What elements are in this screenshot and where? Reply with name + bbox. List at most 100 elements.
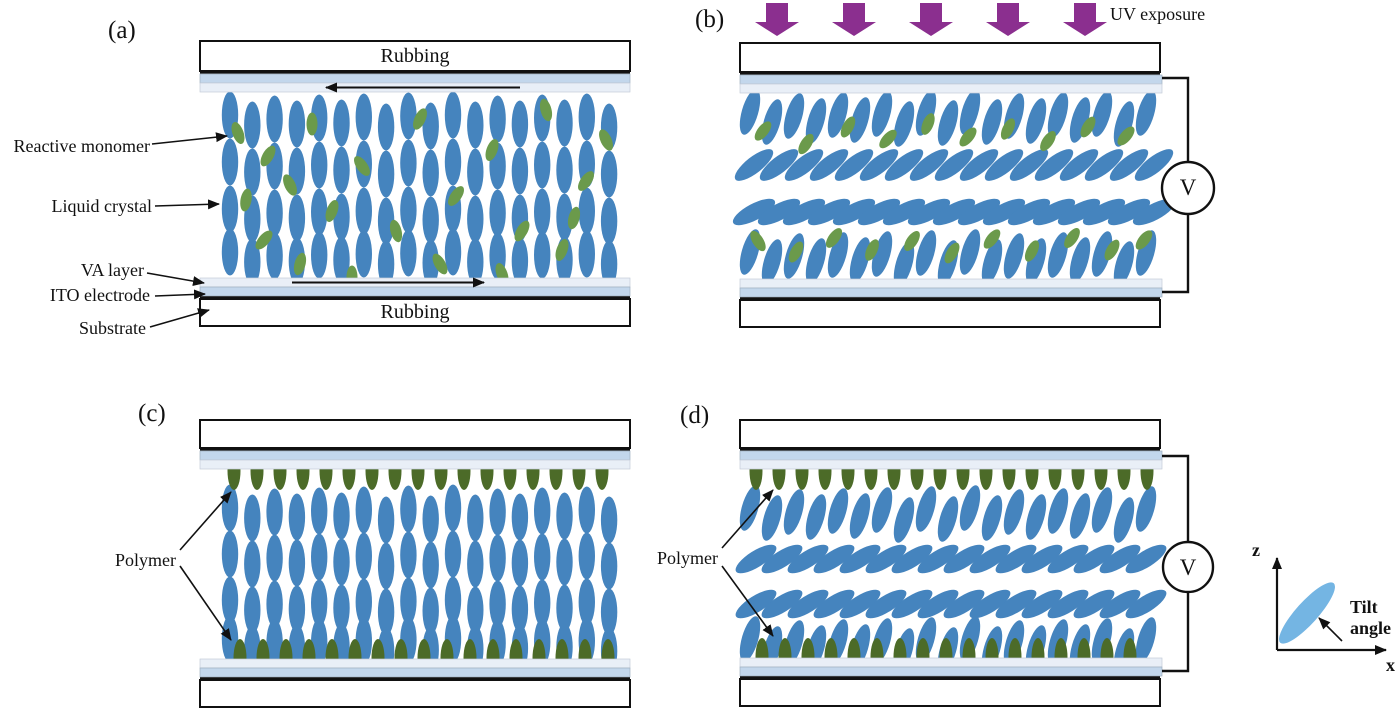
- x-axis-label: x: [1386, 655, 1395, 675]
- liquid-crystal-ellipse: [1113, 497, 1135, 543]
- liquid-crystal-ellipse: [959, 89, 981, 135]
- liquid-crystal-ellipse: [959, 149, 999, 181]
- liquid-crystal-ellipse: [244, 494, 261, 542]
- liquid-crystal-ellipse: [221, 228, 239, 276]
- liquid-crystal-ellipse: [1059, 149, 1099, 181]
- liquid-crystal-ellipse: [467, 101, 484, 149]
- liquid-crystal-ellipse: [839, 544, 881, 574]
- liquid-crystal-ellipse: [511, 147, 529, 195]
- liquid-crystal-ellipse: [355, 578, 372, 626]
- ito-electrode-band: [199, 450, 631, 461]
- liquid-crystal-ellipse: [1025, 494, 1047, 540]
- liquid-crystal-ellipse: [311, 188, 328, 236]
- liquid-crystal-ellipse: [1134, 149, 1174, 181]
- tilt-angle-label: Tilt angle: [1350, 597, 1392, 638]
- liquid-crystal-ellipse: [761, 99, 783, 145]
- liquid-crystal-ellipse: [783, 93, 805, 139]
- reactive-monomer-ellipse: [1117, 126, 1135, 146]
- liquid-crystal-ellipse: [333, 584, 350, 632]
- liquid-crystal-ellipse: [1057, 198, 1101, 226]
- liquid-crystal-ellipse: [761, 589, 803, 619]
- liquid-crystal-ellipse: [859, 149, 899, 181]
- liquid-crystal-ellipse: [984, 149, 1024, 181]
- liquid-crystal-ellipse: [221, 484, 239, 532]
- liquid-crystal-ellipse: [489, 189, 506, 237]
- liquid-crystal-ellipse: [600, 588, 618, 636]
- reactive-monomer-ellipse: [283, 174, 297, 196]
- liquid-crystal-ellipse: [813, 589, 855, 619]
- liquid-crystal-ellipse: [1135, 617, 1157, 663]
- liquid-crystal-ellipse: [857, 198, 901, 226]
- substrate-plate: [199, 679, 631, 708]
- va-layer-band: [739, 459, 1163, 470]
- substrate-plate: [739, 42, 1161, 73]
- liquid-crystal-ellipse: [377, 103, 395, 151]
- z-axis-label: z: [1252, 540, 1260, 560]
- ito-electrode-arrow: [154, 289, 206, 300]
- wire-top: [1162, 76, 1190, 162]
- liquid-crystal-ellipse: [1135, 90, 1157, 136]
- liquid-crystal-ellipse: [511, 585, 529, 633]
- reactive-monomer-ellipse: [1040, 130, 1056, 152]
- liquid-crystal-ellipse: [422, 495, 439, 543]
- liquid-crystal-ellipse: [244, 586, 261, 634]
- ito-electrode-label: ITO electrode: [49, 285, 150, 305]
- liquid-crystal-ellipse: [1113, 241, 1135, 287]
- liquid-crystal-ellipse: [1025, 238, 1047, 284]
- liquid-crystal-ellipse: [1032, 198, 1076, 226]
- liquid-crystal-ellipse: [1069, 493, 1091, 539]
- va-layer-label: VA layer: [80, 260, 144, 280]
- liquid-crystal-ellipse: [882, 198, 926, 226]
- liquid-crystal-ellipse: [467, 238, 484, 286]
- liquid-crystal-ellipse: [467, 540, 484, 588]
- liquid-crystal-ellipse: [534, 188, 551, 236]
- liquid-crystal-ellipse: [1132, 198, 1176, 226]
- liquid-crystal-ellipse: [782, 198, 826, 226]
- reactive-monomer-ellipse: [959, 127, 977, 147]
- liquid-crystal-ellipse: [355, 532, 372, 580]
- polymer-arrow-bottom: [721, 565, 774, 637]
- liquid-crystal-ellipse: [1047, 589, 1089, 619]
- liquid-crystal-ellipse: [1125, 544, 1167, 574]
- liquid-crystal-ellipse: [915, 230, 937, 276]
- reactive-monomer-ellipse: [555, 239, 569, 261]
- polymer-label-c: Polymer: [115, 550, 176, 570]
- liquid-crystal-ellipse: [244, 101, 261, 149]
- liquid-crystal-ellipse: [981, 495, 1003, 541]
- liquid-crystal-ellipse: [787, 544, 829, 574]
- substrate-plate: [739, 419, 1161, 449]
- liquid-crystal-ellipse: [1091, 487, 1113, 533]
- liquid-crystal-ellipse: [288, 539, 306, 587]
- reactive-monomer-ellipse: [306, 112, 318, 136]
- reactive-monomer-ellipse: [865, 239, 879, 261]
- liquid-crystal-ellipse: [1113, 101, 1135, 147]
- liquid-crystal-ellipse: [759, 149, 799, 181]
- va-layer-band: [739, 83, 1163, 94]
- liquid-crystal-ellipse: [981, 239, 1003, 285]
- liquid-crystal-ellipse: [943, 589, 985, 619]
- reactive-monomer-ellipse: [1135, 230, 1153, 250]
- liquid-crystal-ellipse: [400, 485, 417, 533]
- liquid-crystal-ellipse: [1003, 489, 1025, 535]
- liquid-crystal-ellipse: [995, 544, 1037, 574]
- liquid-crystal-ellipse: [534, 579, 551, 627]
- polymer-arrow-bottom: [179, 565, 232, 641]
- liquid-crystal-ellipse: [827, 232, 849, 278]
- liquid-crystal-ellipse: [1047, 544, 1089, 574]
- liquid-crystal-ellipse: [891, 589, 933, 619]
- liquid-crystal-ellipse: [735, 544, 777, 574]
- tilted-lc-ellipse: [1279, 582, 1335, 644]
- reactive-monomer-ellipse: [1104, 239, 1120, 261]
- liquid-crystal-ellipse: [311, 141, 328, 189]
- uv-arrow: [909, 3, 953, 36]
- reactive-monomer-ellipse: [1024, 240, 1040, 262]
- reactive-monomer-ellipse: [921, 113, 935, 135]
- liquid-crystal-ellipse: [1091, 618, 1113, 664]
- liquid-crystal-ellipse: [422, 587, 439, 635]
- uv-arrow: [832, 3, 876, 36]
- substrate-plate: [199, 40, 631, 72]
- liquid-crystal-ellipse: [1047, 92, 1069, 138]
- liquid-crystal-ellipse: [311, 231, 328, 279]
- substrate-plate: [199, 298, 631, 327]
